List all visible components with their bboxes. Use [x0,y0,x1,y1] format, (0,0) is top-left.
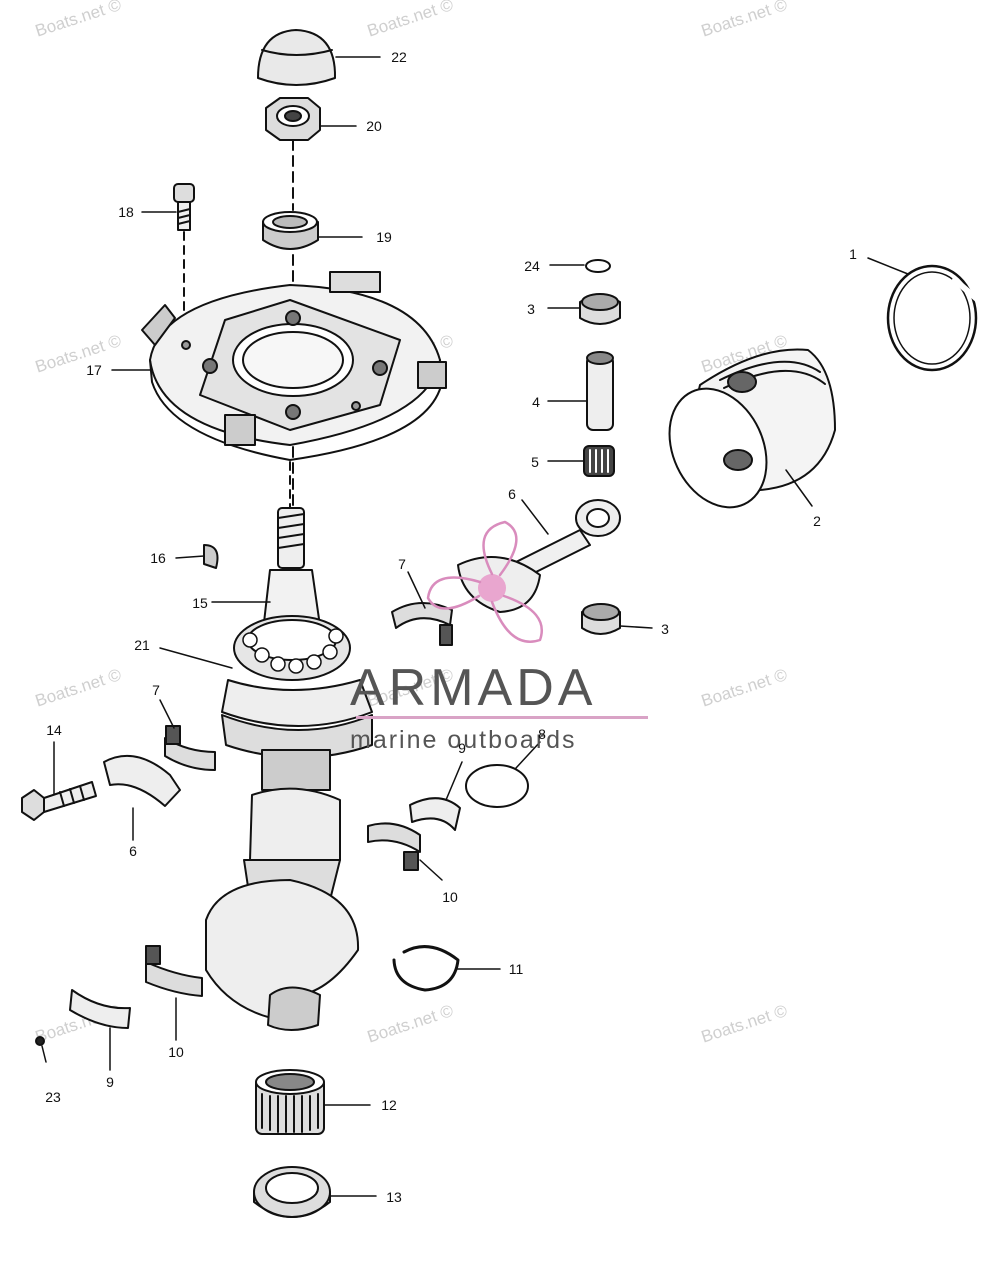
part-bearing-cage-7-lower [164,725,216,771]
part-label-7-upper: 7 [398,556,406,572]
part-label-7-lower: 7 [152,682,160,698]
part-label-24: 24 [524,258,540,274]
part-ring-8 [465,764,529,808]
part-piston-2 [668,348,836,509]
part-label-9-lower: 9 [106,1074,114,1090]
part-label-5: 5 [531,454,539,470]
part-label-16: 16 [150,550,166,566]
part-label-6-lower: 6 [129,843,137,859]
part-label-1: 1 [849,246,857,262]
part-bolt-18 [173,183,195,311]
part-label-17: 17 [86,362,102,378]
part-label-23: 23 [45,1089,61,1105]
brand-propeller-icon [426,520,543,643]
part-needle-bearing-5 [583,445,615,477]
part-roller-bearing-12 [255,1069,325,1135]
leader-lines [41,56,909,1197]
part-label-3-lower: 3 [661,621,669,637]
part-label-15: 15 [192,595,208,611]
part-washer-3-lower [581,603,621,635]
part-label-14: 14 [46,722,62,738]
part-bearing-cage-10-lower [145,945,203,997]
part-label-2: 2 [813,513,821,529]
part-nut-20 [265,97,321,141]
part-label-10-upper: 10 [442,889,458,905]
part-washer-3-upper [579,293,621,325]
part-ring-24 [585,259,611,273]
part-half-bearing-9-upper [409,797,461,831]
part-label-20: 20 [366,118,382,134]
part-rod-cap-6 [103,754,181,807]
part-label-13: 13 [386,1189,402,1205]
part-label-21: 21 [134,637,150,653]
brand-tagline: marine outboards [350,726,577,754]
part-seal-19 [262,211,319,250]
part-piston-ring-1 [886,264,981,372]
part-half-bearing-9-lower [69,989,131,1029]
part-wrist-pin-4 [586,351,614,431]
part-bearing-cage-7-upper [391,601,453,646]
part-crankshaft [205,507,373,1031]
part-ring-11 [392,945,460,992]
part-bolt-14 [21,781,97,821]
part-label-6-upper: 6 [508,486,516,502]
part-label-9-upper: 9 [458,740,466,756]
part-label-8: 8 [538,726,546,742]
brand-name: ARMADA [350,659,597,717]
part-label-22: 22 [391,49,407,65]
part-label-19: 19 [376,229,392,245]
part-label-3-upper: 3 [527,301,535,317]
part-key-16 [203,544,219,569]
part-label-4: 4 [532,394,540,410]
brand-divider [356,716,648,719]
part-bearing-cage-10-upper [367,822,421,871]
part-label-18: 18 [118,204,134,220]
part-pin-23 [35,1036,45,1046]
part-cap-22 [257,29,337,86]
part-label-11: 11 [508,961,524,977]
part-seal-13 [253,1166,331,1218]
part-label-12: 12 [381,1097,397,1113]
part-stator-plate-17 [141,271,447,461]
part-label-10-lower: 10 [168,1044,184,1060]
